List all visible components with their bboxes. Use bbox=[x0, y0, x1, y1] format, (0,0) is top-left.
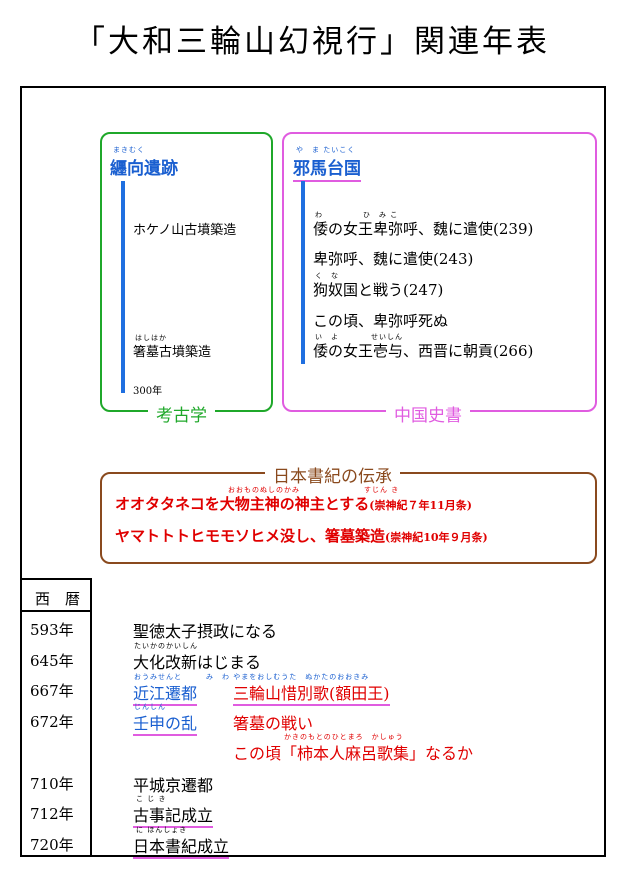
year-cell: 720年 bbox=[30, 836, 74, 854]
event-ruby: じんしん bbox=[134, 703, 166, 711]
year-cell: 710年 bbox=[30, 775, 74, 793]
event-ruby: たいかのかいしん bbox=[134, 642, 198, 650]
chinese-item: 倭の女王壱与、西晋に朝貢(266) bbox=[313, 342, 534, 360]
event-extra: 箸墓の戦い bbox=[233, 714, 314, 733]
chinese-history-caption: 中国史書 bbox=[386, 401, 470, 426]
year-cell: 667年 bbox=[30, 682, 74, 700]
year-cell: 645年 bbox=[30, 652, 74, 670]
event-cell: 日本書紀成立 bbox=[133, 837, 230, 859]
shoki-line: オオタタネコを大物主神の神主とする(崇神紀７年11月条) bbox=[115, 493, 472, 514]
chinese-item: 卑弥呼、魏に遣使(243) bbox=[313, 250, 474, 268]
shoki-line-text: ヤマトトトヒモモソヒメ没し、箸墓築造 bbox=[115, 527, 386, 545]
archaeology-item: ホケノ山古墳築造 bbox=[133, 223, 237, 238]
event-cell-wrap: 古事記成立 bbox=[133, 802, 214, 828]
event-cell: 聖徳太子摂政になる bbox=[133, 622, 278, 641]
event-cell: 大化改新はじまる bbox=[133, 653, 262, 672]
year-cell: 593年 bbox=[30, 621, 74, 639]
yamatai-ruby: や ま たいこく bbox=[296, 146, 356, 154]
event-ruby: かきのもとのひとまろ かしゅう bbox=[284, 733, 404, 741]
shoki-line-note: (崇神紀７年11月条) bbox=[369, 499, 472, 512]
chinese-item-ruby: く な bbox=[315, 272, 339, 280]
yamatai-heading: 邪馬台国 bbox=[293, 154, 361, 182]
year-header: 西 暦 bbox=[35, 590, 81, 608]
chinese-item-ruby: わ ひ み こ bbox=[315, 211, 399, 219]
archaeology-timeline-bar bbox=[121, 181, 125, 393]
chinese-item-ruby: い よ せいしん bbox=[315, 333, 403, 341]
event-cell: 平城京遷都 bbox=[133, 776, 214, 795]
chinese-item: この頃、卑弥呼死ぬ bbox=[313, 312, 449, 330]
year-column bbox=[20, 578, 92, 857]
event-ruby: おうみせんと み わ やまをおしむうた ぬかたのおおきみ bbox=[134, 673, 370, 681]
site-ruby: まきむく bbox=[113, 146, 145, 154]
archaeology-caption: 考古学 bbox=[148, 401, 215, 426]
event-cell: 近江遷都 bbox=[133, 684, 198, 706]
archaeology-item: 箸墓古墳築造 bbox=[133, 345, 212, 360]
event-ruby: こ じ き bbox=[136, 795, 167, 803]
chinese-item: 狗奴国と戦う(247) bbox=[313, 281, 444, 299]
page-title: 「大和三輪山幻視行」関連年表 bbox=[74, 24, 550, 60]
shoki-line: ヤマトトトヒモモソヒメ没し、箸墓築造(崇神紀10年９月条) bbox=[115, 525, 488, 546]
year-cell: 672年 bbox=[30, 713, 74, 731]
shoki-line-ruby: おおものぬしのかみ すじん き bbox=[228, 486, 400, 494]
event-cell-wrap: 日本書紀成立 bbox=[133, 833, 230, 859]
event-ruby: に ほんしょき bbox=[136, 826, 188, 834]
event-cell: 古事記成立 bbox=[133, 806, 214, 828]
shoki-line-note: (崇神紀10年９月条) bbox=[385, 531, 488, 544]
event-extra: 三輪山惜別歌(額田王) bbox=[233, 684, 390, 706]
archaeology-item-ruby: はしはか bbox=[135, 334, 167, 342]
event-extra: この頃「柿本人麻呂歌集」なるか bbox=[233, 744, 474, 763]
nihon-shoki-caption: 日本書紀の伝承 bbox=[265, 462, 400, 487]
year-cell: 712年 bbox=[30, 805, 74, 823]
shoki-line-text: オオタタネコを大物主神の神主とする bbox=[115, 495, 370, 513]
event-extra-wrap: 三輪山惜別歌(額田王) bbox=[233, 680, 390, 706]
chinese-item: 倭の女王卑弥呼、魏に遣使(239) bbox=[313, 220, 534, 238]
chinese-timeline-bar bbox=[301, 181, 305, 364]
year-mark: 300年 bbox=[133, 386, 163, 397]
site-heading: 纒向遺跡 bbox=[110, 159, 178, 179]
yamatai-heading-text: 邪馬台国 bbox=[293, 159, 361, 182]
year-header-divider bbox=[20, 610, 92, 612]
event-cell-wrap: 近江遷都 bbox=[133, 680, 198, 706]
outer-frame bbox=[20, 86, 606, 857]
event-cell: 壬申の乱 bbox=[133, 714, 198, 736]
event-cell-wrap: 壬申の乱 bbox=[133, 710, 198, 736]
